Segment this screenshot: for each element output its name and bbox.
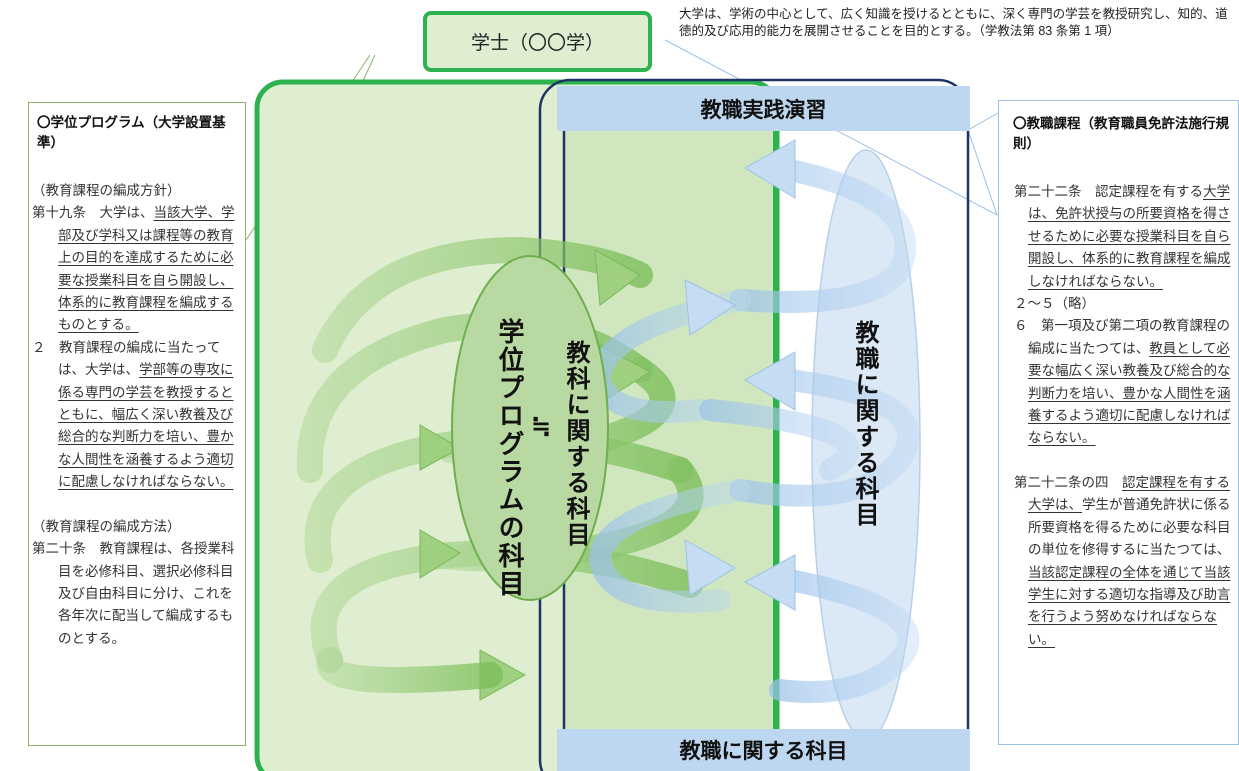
teaching-subjects-band: 教職に関する科目 bbox=[557, 729, 970, 771]
paragraph-6-head: ６ 第一項及び第二項の教育課程の編成に当たつては、 bbox=[1014, 318, 1230, 357]
teaching-practice-label: 教職実践演習 bbox=[700, 97, 827, 122]
right-panel-heading: 〇教職課程（教育職員免許法施行規則） bbox=[1013, 116, 1229, 152]
subject-area-subjects-label: 教科に関する科目 bbox=[562, 340, 590, 548]
article-22-4-head: 第二十二条の四 bbox=[1014, 474, 1109, 491]
article-22-paragraph-6: ６ 第一項及び第二項の教育課程の編成に当たつては、教員として必要な幅広く深い教養… bbox=[1014, 315, 1234, 449]
article-19: 第十九条 大学は、当該大学、学部及び学科又は課程等の教育上の目的を達成するために… bbox=[32, 202, 244, 336]
blue-arrowheads bbox=[684, 139, 796, 611]
curriculum-policy-subheading: （教育課程の編成方針） bbox=[32, 183, 181, 199]
article-22-4-underlined-2: 当該認定課程の全体を通じて当該学生に対する適切な指導及び助言を行うよう努めなけれ… bbox=[1028, 564, 1231, 648]
left-panel-degree-program: 〇学位プログラム（大学設置基準） （教育課程の編成方針） 第十九条 大学は、当該… bbox=[28, 102, 246, 746]
article-19-paragraph-2: ２ 教育課程の編成に当たっては、大学は、学部等の専攻に係る専門の学芸を教授すると… bbox=[32, 337, 244, 494]
bachelor-degree-box: 学士（〇〇学） bbox=[423, 11, 652, 72]
article-19-head: 第十九条 大学は、 bbox=[32, 205, 154, 222]
article-22-4-middle: 学生が普通免許状に係る所要資格を得るために必要な科目の単位を修得するに当たつては… bbox=[1028, 497, 1231, 559]
article-20: 第二十条 教育課程は、各授業科目を必修科目、選択必修科目及び自由科目に分け、これ… bbox=[32, 541, 235, 647]
bachelor-degree-label: 学士（〇〇学） bbox=[470, 32, 604, 54]
article-22-head: 第二十二条 認定課程を有する bbox=[1014, 184, 1203, 200]
article-22-underlined: 大学は、免許状授与の所要資格を得させるために必要な授業科目を自ら開設し、体系的に… bbox=[1028, 184, 1231, 290]
school-education-act-note: 大学は、学術の中心として、広く知識を授けるとともに、深く専門の学芸を教授研究し、… bbox=[679, 7, 1228, 38]
left-panel-heading: 〇学位プログラム（大学設置基準） bbox=[37, 115, 226, 151]
teaching-subjects-band-label: 教職に関する科目 bbox=[679, 739, 848, 763]
right-panel-teaching-course: 〇教職課程（教育職員免許法施行規則） 第二十二条 認定課程を有する大学は、免許状… bbox=[998, 100, 1239, 745]
paragraph-6-underlined: 教員として必要な幅広く深い教養及び総合的な判断力を培い、豊かな人間性を涵養するよ… bbox=[1028, 340, 1231, 447]
article-22-4: 第二十二条の四 認定課程を有する大学は、学生が普通免許状に係る所要資格を得るため… bbox=[1014, 472, 1234, 651]
article-22: 第二十二条 認定課程を有する大学は、免許状授与の所要資格を得させるために必要な授… bbox=[1014, 181, 1234, 293]
teaching-subjects-label: 教職に関する科目 bbox=[851, 320, 879, 528]
paragraph-2-underlined: 学部等の専攻に係る専門の学芸を教授するとともに、幅広く深い教養及び総合的な判断力… bbox=[58, 362, 234, 491]
degree-program-ellipse bbox=[451, 255, 609, 601]
paragraphs-2-5-omitted: ２～５（略） bbox=[1014, 296, 1095, 313]
approx-equal-symbol: ≒ bbox=[531, 412, 552, 440]
right-panel-body: 第二十二条 認定課程を有する大学は、免許状授与の所要資格を得させるために必要な授… bbox=[1014, 181, 1234, 651]
paragraph-2-head: ２ 教育課程の編成に当たっては、大学は、 bbox=[32, 339, 221, 379]
degree-program-subjects-label: 学位プログラムの科目 bbox=[494, 318, 524, 598]
teaching-practice-band: 教職実践演習 bbox=[557, 86, 970, 131]
article-19-underlined: 当該大学、学部及び学科又は課程等の教育上の目的を達成するために必要な授業科目を自… bbox=[58, 205, 235, 334]
curriculum-method-subheading: （教育課程の編成方法） bbox=[32, 518, 181, 535]
article-22-4-underlined-1: 認定課程を有する大学は、 bbox=[1028, 474, 1230, 514]
left-panel-body: （教育課程の編成方針） 第十九条 大学は、当該大学、学部及び学科又は課程等の教育… bbox=[32, 180, 244, 650]
